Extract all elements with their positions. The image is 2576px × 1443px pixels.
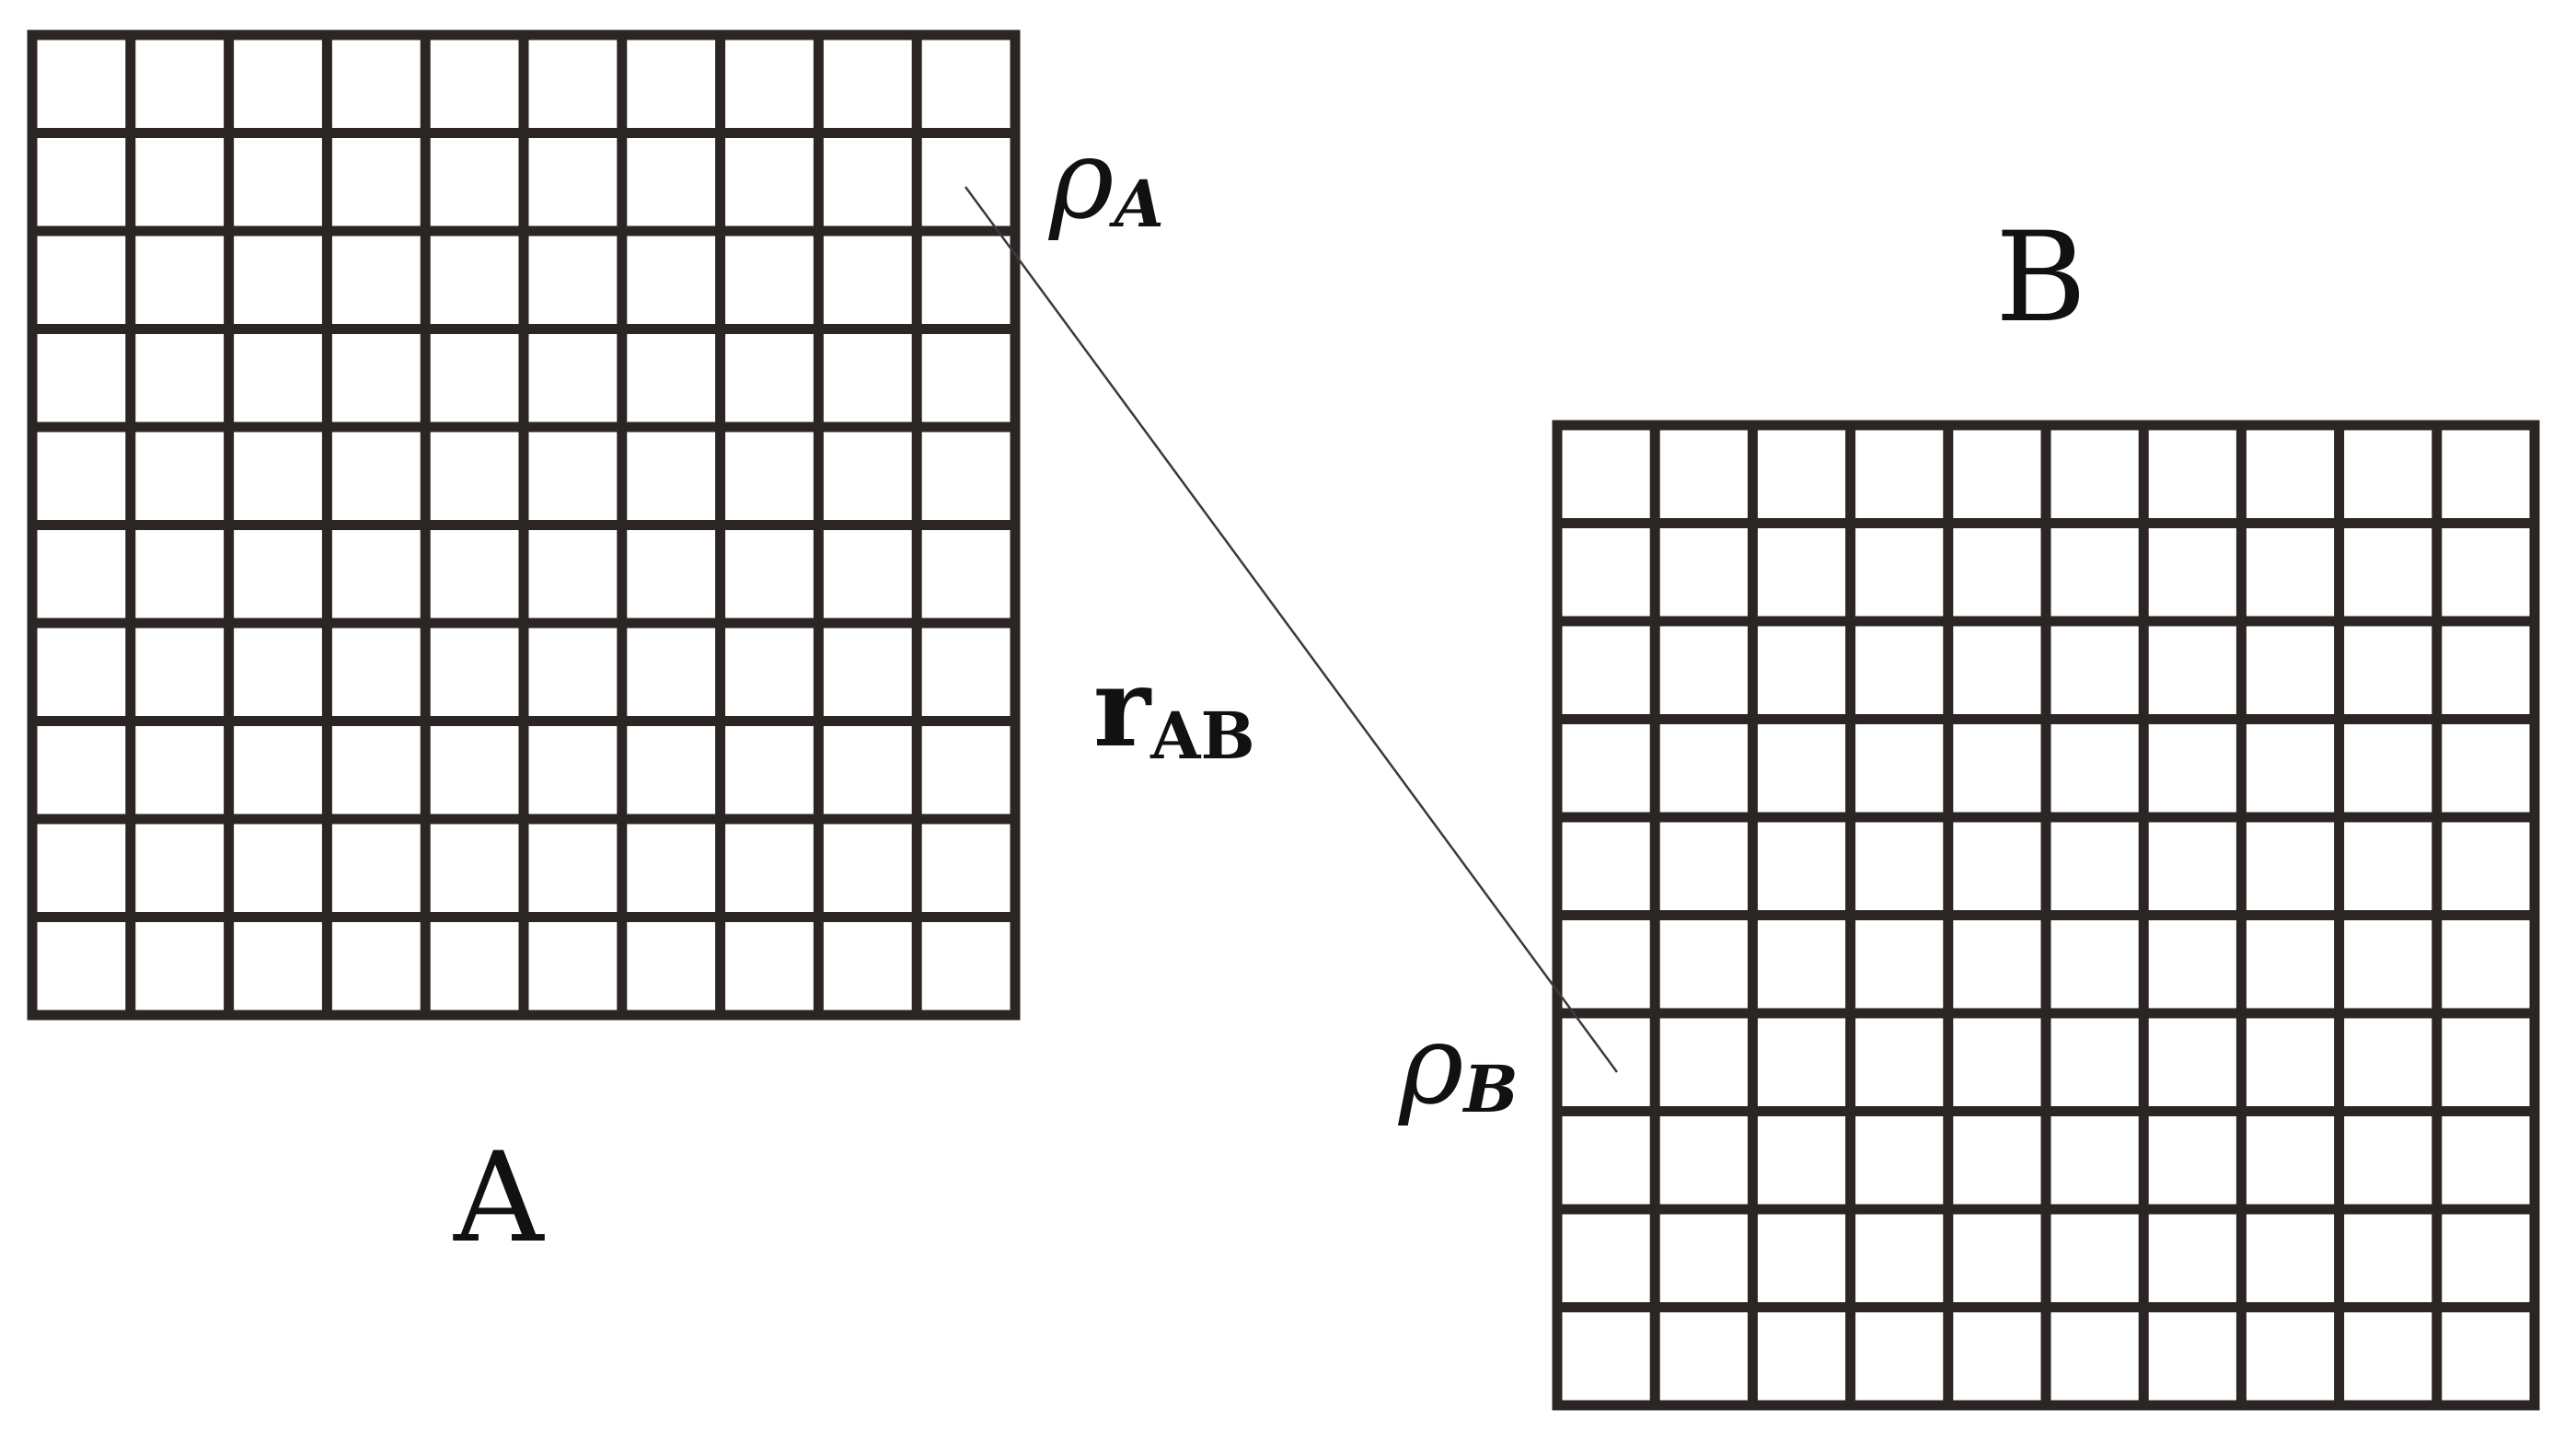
- distance-line: [964, 186, 1619, 1073]
- rho-a-symbol: ρ: [1047, 116, 1115, 244]
- distance-symbol: r: [1093, 643, 1152, 771]
- rho-b-label: ρB: [1397, 1001, 1519, 1129]
- rho-a-label: ρA: [1047, 116, 1164, 244]
- distance-subscript: AB: [1149, 698, 1254, 774]
- rho-b-subscript: B: [1462, 1051, 1519, 1127]
- grid-a-label: A: [453, 1126, 545, 1270]
- rho-a-subscript: A: [1109, 166, 1164, 242]
- grid-a: [27, 29, 1021, 1021]
- rho-b-symbol: ρ: [1397, 1001, 1464, 1129]
- distance-label: rAB: [1093, 643, 1255, 774]
- grid-b-label: B: [1995, 205, 2086, 350]
- grid-b: [1552, 420, 2540, 1411]
